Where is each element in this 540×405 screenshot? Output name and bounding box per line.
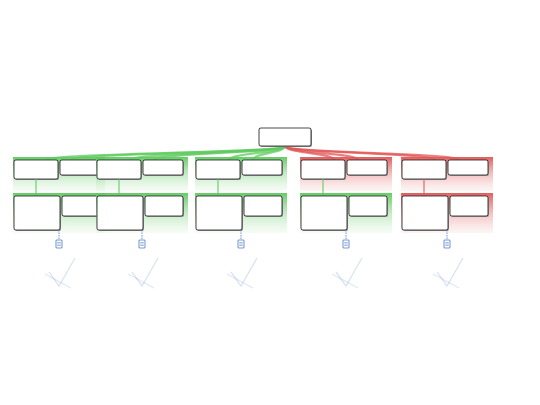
faded-cross-mark bbox=[432, 273, 460, 289]
claim-box[interactable] bbox=[142, 159, 184, 176]
claim-box[interactable] bbox=[447, 159, 489, 176]
document-icon[interactable] bbox=[138, 239, 146, 249]
document-icon[interactable] bbox=[55, 239, 63, 249]
evidence-box[interactable] bbox=[61, 195, 101, 217]
evidence-box[interactable] bbox=[401, 195, 449, 231]
evidence-box[interactable] bbox=[96, 195, 144, 231]
document-icon[interactable] bbox=[443, 239, 451, 249]
faded-check-mark bbox=[131, 257, 159, 288]
evidence-box[interactable] bbox=[348, 195, 388, 217]
claim-box[interactable] bbox=[346, 159, 388, 176]
claim-box[interactable] bbox=[195, 159, 241, 180]
evidence-box[interactable] bbox=[243, 195, 283, 217]
faded-check-mark bbox=[335, 257, 363, 288]
evidence-box[interactable] bbox=[13, 195, 61, 231]
document-icon[interactable] bbox=[342, 239, 350, 249]
faded-check-mark bbox=[48, 257, 76, 288]
faded-check-mark bbox=[436, 257, 464, 288]
claim-box[interactable] bbox=[59, 159, 101, 176]
main-claim-box[interactable] bbox=[258, 127, 312, 147]
evidence-box[interactable] bbox=[144, 195, 184, 217]
faded-cross-mark bbox=[44, 273, 72, 289]
evidence-box[interactable] bbox=[300, 195, 348, 231]
faded-cross-mark bbox=[127, 273, 155, 289]
evidence-box[interactable] bbox=[449, 195, 489, 217]
faded-check-mark bbox=[230, 257, 258, 288]
faded-cross-mark bbox=[226, 273, 254, 289]
claim-box[interactable] bbox=[241, 159, 283, 176]
claim-box[interactable] bbox=[13, 159, 59, 180]
claim-box[interactable] bbox=[300, 159, 346, 180]
faded-cross-mark bbox=[331, 273, 359, 289]
claim-box[interactable] bbox=[96, 159, 142, 180]
document-icon[interactable] bbox=[237, 239, 245, 249]
evidence-box[interactable] bbox=[195, 195, 243, 231]
claim-box[interactable] bbox=[401, 159, 447, 180]
